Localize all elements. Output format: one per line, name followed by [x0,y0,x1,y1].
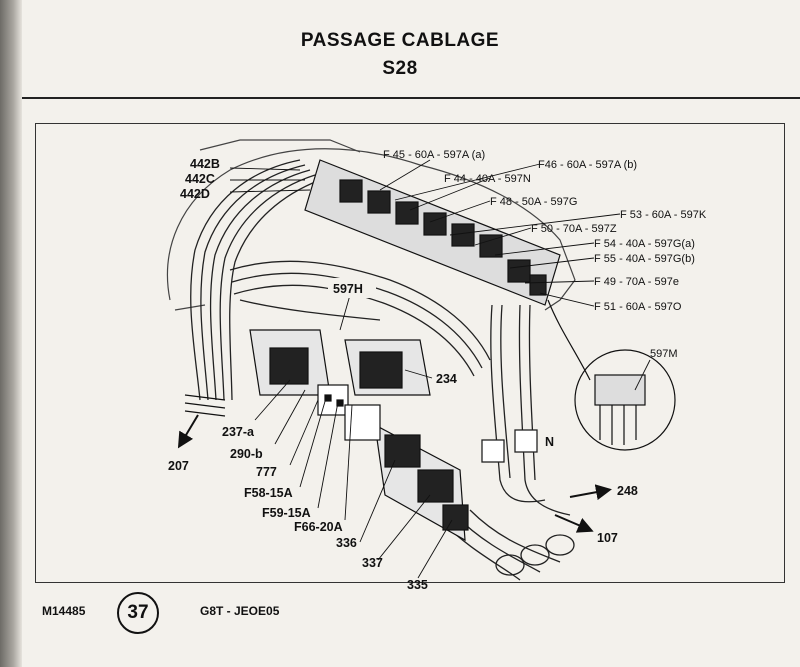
label-237a: 237-a [222,425,255,439]
relay-blocks [249,329,469,542]
fuse-block [304,159,561,306]
arrow-107 [554,514,594,533]
label-234: 234 [436,372,457,386]
label-442b: 442B [190,157,220,171]
inset-597m [547,299,676,451]
arrow-248 [569,484,612,501]
right-harness [481,304,571,516]
label-f55: F 55 - 40A - 597G(b) [594,253,695,265]
label-f44: F 44 - 40A - 597N [444,173,531,185]
page-number-badge: 37 [117,592,159,634]
label-248: 248 [617,484,638,498]
header-rule [22,97,800,99]
label-107: 107 [597,531,618,545]
label-777: 777 [256,465,277,479]
housing-outline [166,139,576,311]
label-597m: 597M [650,348,678,360]
label-290b: 290-b [230,447,263,461]
label-f49: F 49 - 70A - 597e [594,276,679,288]
book-spine-shadow [0,0,22,667]
label-337: 337 [362,556,383,570]
label-336: 336 [336,536,357,550]
document-reference: G8T - JEOE05 [200,604,280,618]
label-f50: F 50 - 70A - 597Z [531,223,617,235]
label-f54: F 54 - 40A - 597G(a) [594,238,695,250]
label-f48: F 48 - 50A - 597G [490,196,577,208]
figure-id: M14485 [42,604,86,618]
label-n: N [545,435,554,449]
label-f51: F 51 - 60A - 597O [594,301,682,313]
label-597h: 597H [333,282,363,296]
label-f66: F66-20A [294,520,343,534]
label-442c: 442C [185,172,215,186]
label-f59: F59-15A [262,506,311,520]
label-335: 335 [407,578,428,592]
label-f53: F 53 - 60A - 597K [620,209,707,221]
page-title: PASSAGE CABLAGE [300,30,500,51]
label-597h-bg [328,278,376,298]
left-wire-ends [177,394,226,449]
label-f46: F46 - 60A - 597A (b) [538,159,637,171]
page-subtitle: S28 [382,58,418,79]
label-f58: F58-15A [244,486,293,500]
label-442d: 442D [180,187,210,201]
label-f45: F 45 - 60A - 597A (a) [383,149,485,161]
label-207: 207 [168,459,189,473]
leader-lines [229,159,651,579]
diagram-frame [35,123,785,583]
